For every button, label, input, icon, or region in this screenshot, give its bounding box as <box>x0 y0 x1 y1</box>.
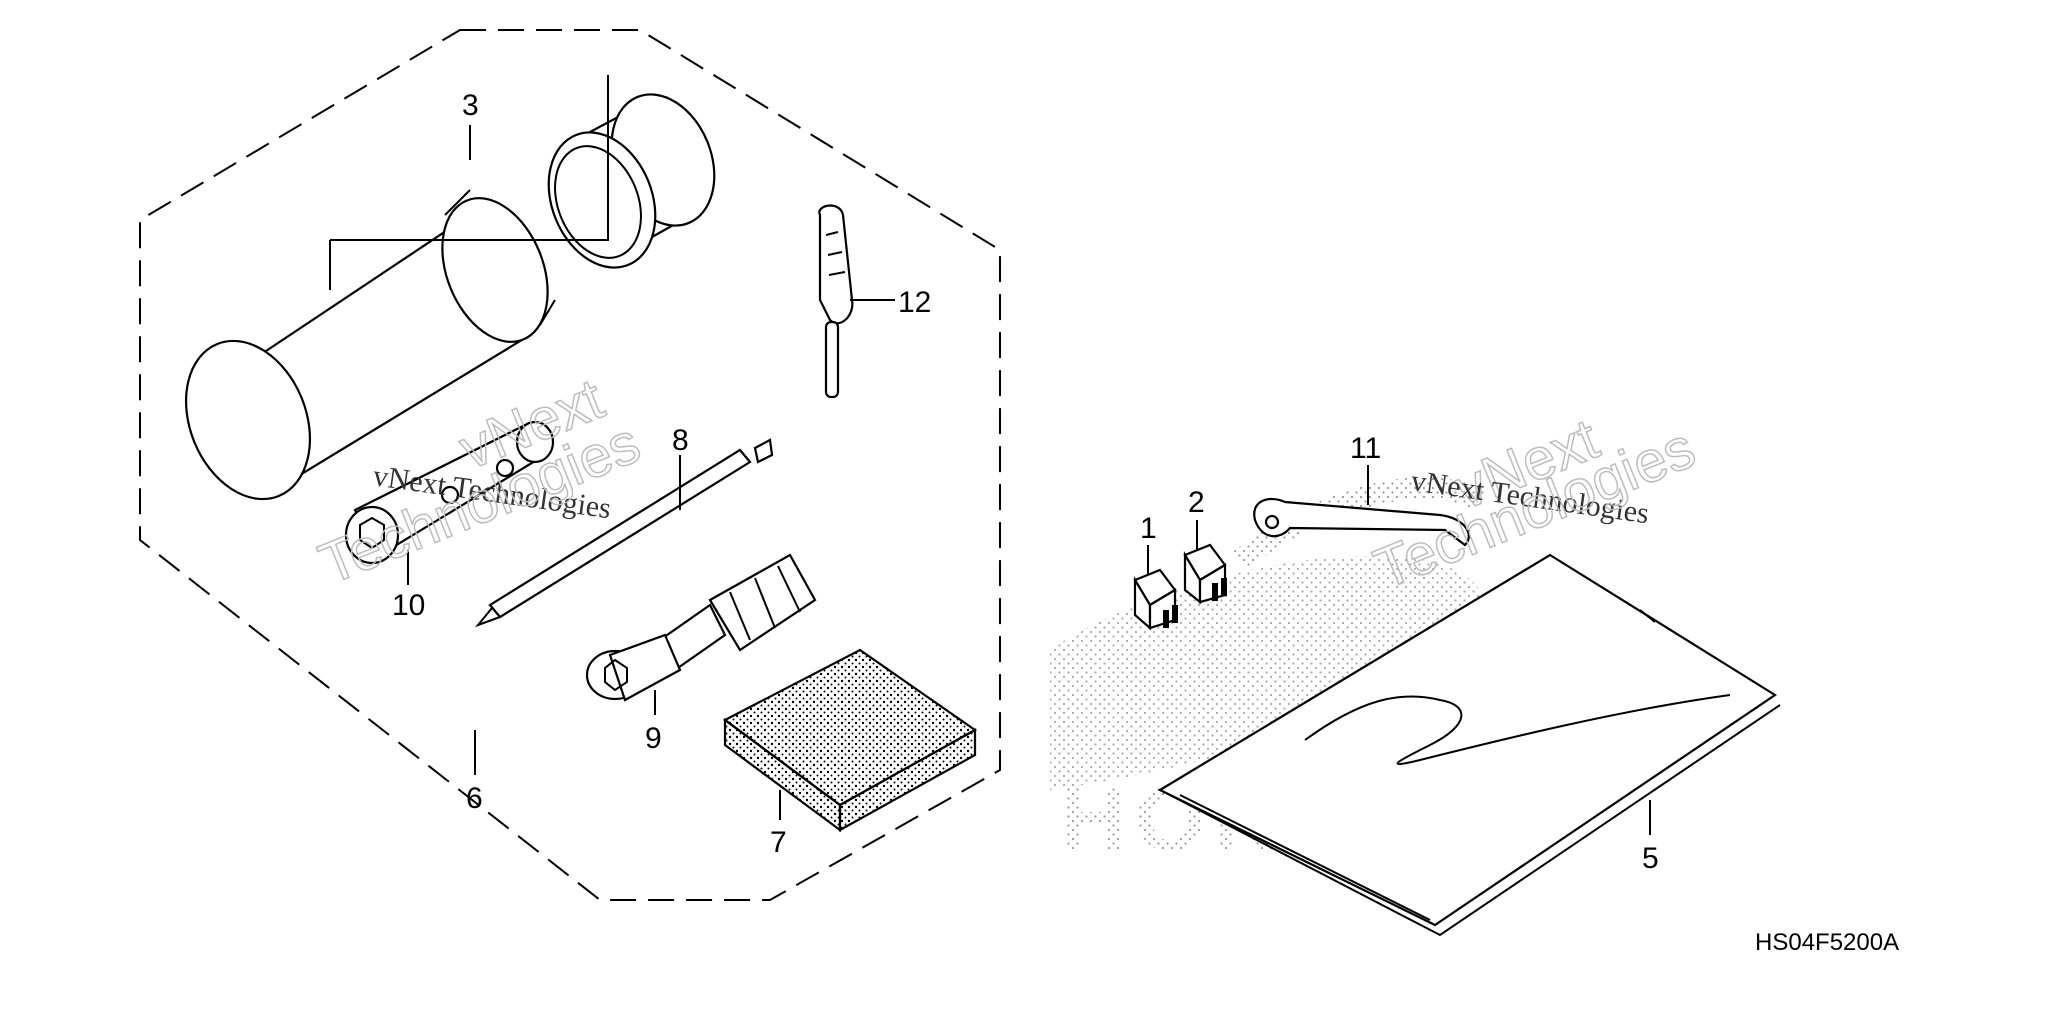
callout-6: 6 <box>466 782 483 815</box>
callout-1: 1 <box>1140 512 1157 545</box>
callout-2: 2 <box>1188 486 1205 519</box>
callout-5: 5 <box>1642 842 1659 875</box>
callout-12: 12 <box>898 286 931 319</box>
tool-case <box>184 75 716 501</box>
socket-tool <box>585 553 817 702</box>
callout-3: 3 <box>462 89 479 122</box>
fuse-1 <box>1133 568 1178 631</box>
leader-lines <box>407 125 1651 835</box>
callout-11: 11 <box>1350 432 1381 465</box>
owners-manual-bag <box>1157 553 1781 937</box>
fuse-2 <box>1183 543 1227 605</box>
callout-10: 10 <box>392 589 425 622</box>
box-wrench <box>344 420 555 565</box>
tool-kit-boundary <box>139 29 1001 901</box>
callout-8: 8 <box>672 424 689 457</box>
screwdriver-bar <box>474 438 774 628</box>
callout-7: 7 <box>770 826 787 859</box>
diagram-code: HS04F5200A <box>1755 929 1899 956</box>
screwdriver-small <box>818 204 854 399</box>
callout-9: 9 <box>645 722 662 755</box>
hook-bracket <box>1253 497 1470 547</box>
sponge-pad <box>722 648 978 833</box>
